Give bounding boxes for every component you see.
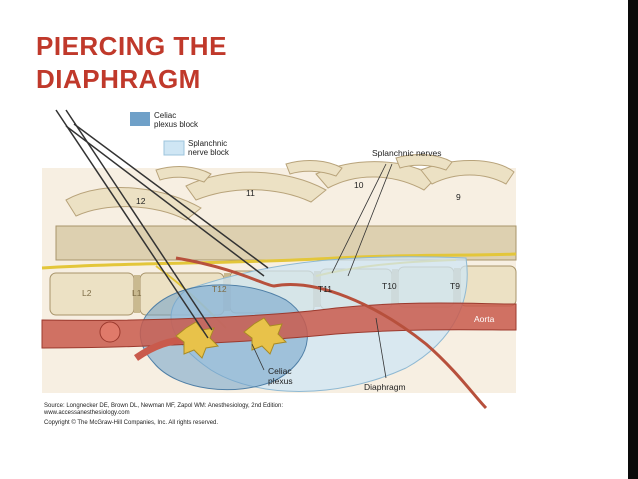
label-t10: T10 <box>382 281 397 291</box>
legend-splanchnic-swatch <box>163 140 185 156</box>
label-celiac-plexus-2: plexus <box>268 376 293 386</box>
label-rib-10: 10 <box>354 180 364 190</box>
spinous-process-1 <box>155 166 212 183</box>
slide-title-line-2: DIAPHRAGM <box>36 64 201 94</box>
legend-splanchnic-label-1: Splanchnic <box>188 139 227 148</box>
leader-splanchnic-1 <box>331 163 387 274</box>
legend-celiac-label-2: plexus block <box>154 120 199 129</box>
leader-diaphragm <box>375 317 387 379</box>
label-splanchnic-nerves: Splanchnic nerves <box>372 148 441 158</box>
source-line-1: Source: Longnecker DE, Brown DL, Newman … <box>44 403 283 409</box>
needle-celiac-2 <box>65 109 213 331</box>
label-rib-11: 11 <box>246 188 255 198</box>
label-aorta: Aorta <box>474 314 495 324</box>
needle-splanchnic-2 <box>73 123 269 269</box>
right-edge-bar <box>628 0 638 479</box>
ribs <box>65 154 515 221</box>
rib-10-shape <box>315 161 437 191</box>
rib-11-shape <box>185 171 327 203</box>
spinous-process-2 <box>285 160 343 177</box>
legend: Celiac plexus block Splanchnic nerve blo… <box>130 111 230 157</box>
label-l1: L1 <box>132 288 142 298</box>
slide-title-line-1: PIERCING THE <box>36 31 227 61</box>
needle-celiac-1 <box>55 109 209 339</box>
vessel-cross-section <box>99 321 121 343</box>
anatomy-figure: Celiac plexus block Splanchnic nerve blo… <box>36 108 520 433</box>
legend-splanchnic-label-2: nerve block <box>188 148 230 157</box>
leader-splanchnic-2 <box>347 163 393 277</box>
anatomy-illustration: Celiac plexus block Splanchnic nerve blo… <box>41 109 517 426</box>
spinous-process-3 <box>395 154 453 171</box>
label-rib-9: 9 <box>456 192 461 202</box>
celiac-ganglion-right <box>243 317 288 355</box>
label-t11: T11 <box>318 284 332 294</box>
source-line-2: www.accessanesthesiology.com <box>43 410 130 416</box>
copyright-line: Copyright © The McGraw-Hill Companies, I… <box>44 419 218 426</box>
leader-celiac-plexus <box>251 343 265 371</box>
celiac-ganglia <box>175 317 288 359</box>
label-t12: T12 <box>212 284 227 294</box>
vertebra-t9 <box>459 265 517 307</box>
diaphragm-muscle <box>175 256 488 410</box>
label-t9: T9 <box>450 281 460 291</box>
disc-1 <box>134 275 140 313</box>
label-l2: L2 <box>82 288 92 298</box>
label-diaphragm: Diaphragm <box>364 382 406 392</box>
label-rib-12: 12 <box>136 196 146 206</box>
needle-splanchnic-1 <box>65 125 265 277</box>
needles <box>55 109 269 339</box>
vertebra-l2 <box>49 272 135 316</box>
legend-celiac-label-1: Celiac <box>154 111 176 120</box>
label-celiac-plexus-1: Celiac <box>268 366 292 376</box>
sympathetic-chain <box>41 252 517 270</box>
legend-celiac-swatch <box>130 112 150 126</box>
figure-source: Source: Longnecker DE, Brown DL, Newman … <box>43 403 283 426</box>
label-leaders <box>251 163 393 379</box>
anatomy-labels: Splanchnic nerves 12 11 10 9 L2 L1 T12 T… <box>82 148 495 392</box>
slide-title: PIERCING THE DIAPHRAGM <box>36 30 227 96</box>
